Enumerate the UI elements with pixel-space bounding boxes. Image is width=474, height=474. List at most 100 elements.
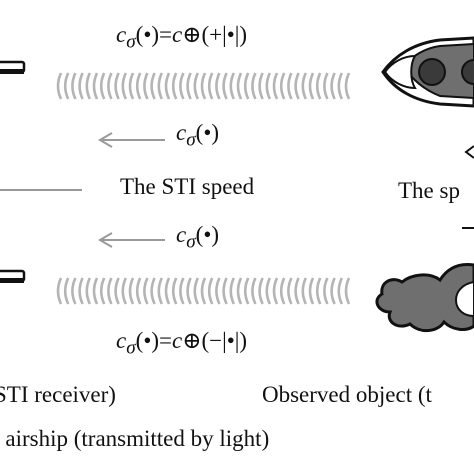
wave-bottom-arc bbox=[301, 277, 307, 305]
wave-top-arc bbox=[337, 72, 343, 100]
wave-top-arc bbox=[222, 72, 228, 100]
label-airship: f airship (transmitted by light) bbox=[0, 426, 270, 451]
formula-bottom-c: c bbox=[116, 328, 127, 353]
wave-top-arc bbox=[63, 72, 70, 100]
formula-mid-lower-c: c bbox=[176, 222, 187, 247]
wave-top-arc bbox=[279, 72, 286, 100]
wave-top-arc bbox=[85, 72, 91, 100]
wave-top-arc bbox=[287, 72, 293, 100]
wave-top-arc bbox=[294, 72, 300, 100]
wave-bottom-arc bbox=[258, 277, 264, 305]
formula-mid-upper-sigma: σ bbox=[186, 129, 196, 151]
wave-top-arc bbox=[243, 72, 250, 100]
airship-icon bbox=[381, 36, 474, 108]
formula-bottom: cσ(•)=c⊕(−|•|) bbox=[116, 328, 247, 360]
formula-top: cσ(•)=c⊕(+|•|) bbox=[116, 22, 247, 54]
label-receiver: STI receiver) bbox=[0, 382, 116, 407]
formula-mid-lower: cσ(•) bbox=[176, 222, 219, 254]
wave-bottom-arc bbox=[308, 277, 315, 305]
wave-bottom-arc bbox=[287, 277, 293, 305]
wave-top-arc bbox=[344, 72, 351, 100]
wave-top-arc bbox=[150, 72, 156, 100]
wave-top-arc bbox=[71, 72, 77, 100]
wave-bottom-arc bbox=[265, 277, 271, 305]
wave-bottom-arc bbox=[272, 277, 279, 305]
wave-bottom-arc bbox=[344, 277, 351, 305]
wave-bottom-arc bbox=[243, 277, 250, 305]
wave-bottom-arc bbox=[323, 277, 329, 305]
wave-bottom-arc bbox=[164, 277, 171, 305]
wave-bottom-arc bbox=[121, 277, 127, 305]
wave-top-arc bbox=[265, 72, 271, 100]
formula-mid-upper-c: c bbox=[176, 120, 187, 145]
wave-top-arc bbox=[315, 72, 322, 100]
wave-bottom-arc bbox=[92, 277, 99, 305]
wave-top-arc bbox=[215, 72, 221, 100]
arrow-left-upper bbox=[98, 132, 165, 148]
wave-top-arc bbox=[186, 72, 192, 100]
label-right-speed: The sp bbox=[398, 178, 460, 203]
formula-bottom-sigma: σ bbox=[126, 337, 136, 359]
receiver-bottom-icon bbox=[0, 269, 26, 283]
wave-top-arc bbox=[179, 72, 185, 100]
formula-mid-lower-arg: (•) bbox=[195, 222, 220, 247]
wave-bottom-arc bbox=[294, 277, 300, 305]
formula-bottom-rest: ⊕(−|•|) bbox=[182, 328, 248, 353]
wave-bottom-arc bbox=[337, 277, 343, 305]
wave-bottom-arc bbox=[150, 277, 156, 305]
wave-bottom-arc bbox=[107, 277, 113, 305]
wave-top-arc bbox=[78, 72, 84, 100]
wave-bottom-arc bbox=[78, 277, 84, 305]
wave-bottom-arc bbox=[207, 277, 214, 305]
wave-top-arc bbox=[135, 72, 142, 100]
wave-top-arc bbox=[207, 72, 214, 100]
wave-bottom-arc bbox=[330, 277, 336, 305]
wave-bottom-arc bbox=[85, 277, 91, 305]
wave-top-arc bbox=[107, 72, 113, 100]
wave-bottom-arc bbox=[179, 277, 185, 305]
wave-top-arc bbox=[157, 72, 163, 100]
wave-top-arc bbox=[323, 72, 329, 100]
formula-top-arg: (•)= bbox=[135, 22, 173, 47]
receiver-top-icon bbox=[0, 60, 26, 74]
wave-bottom-arc bbox=[135, 277, 142, 305]
wave-bottom-arc bbox=[114, 277, 120, 305]
wave-top-arc bbox=[258, 72, 264, 100]
formula-top-c: c bbox=[116, 22, 127, 47]
label-observed-object: Observed object (t bbox=[262, 382, 432, 407]
formula-top-c2: c bbox=[172, 22, 183, 47]
wave-top-arc bbox=[229, 72, 235, 100]
formula-top-rest: ⊕(+|•|) bbox=[182, 22, 248, 47]
wave-top-arc bbox=[171, 72, 178, 100]
formula-top-sigma: σ bbox=[126, 31, 136, 53]
wave-bottom-arc bbox=[56, 277, 63, 305]
wave-top-arc bbox=[330, 72, 336, 100]
formula-bottom-arg: (•)= bbox=[135, 328, 173, 353]
wave-bottom-arc bbox=[251, 277, 257, 305]
arrow-right-partial-upper bbox=[464, 145, 474, 159]
formula-bottom-c2: c bbox=[172, 328, 183, 353]
wave-top-arc bbox=[200, 72, 207, 100]
arrow-left-lower bbox=[98, 232, 165, 248]
wave-bottom-arc bbox=[99, 277, 106, 305]
wave-top-arc bbox=[308, 72, 315, 100]
wave-top-arc bbox=[272, 72, 279, 100]
wave-bottom-arc bbox=[157, 277, 163, 305]
wave-top-arc bbox=[251, 72, 257, 100]
wave-bottom-arc bbox=[128, 277, 135, 305]
wave-bottom-arc bbox=[171, 277, 178, 305]
signal-waves-bottom bbox=[56, 277, 351, 305]
wave-top-arc bbox=[99, 72, 106, 100]
wave-bottom-arc bbox=[186, 277, 192, 305]
label-sti-speed: The STI speed bbox=[120, 174, 255, 199]
wave-top-arc bbox=[164, 72, 171, 100]
wave-bottom-arc bbox=[215, 277, 221, 305]
wave-top-arc bbox=[143, 72, 149, 100]
wave-top-arc bbox=[114, 72, 120, 100]
observed-object-flame-icon bbox=[375, 262, 474, 332]
wave-bottom-arc bbox=[71, 277, 77, 305]
wave-bottom-arc bbox=[222, 277, 228, 305]
wave-bottom-arc bbox=[279, 277, 286, 305]
wave-bottom-arc bbox=[236, 277, 243, 305]
